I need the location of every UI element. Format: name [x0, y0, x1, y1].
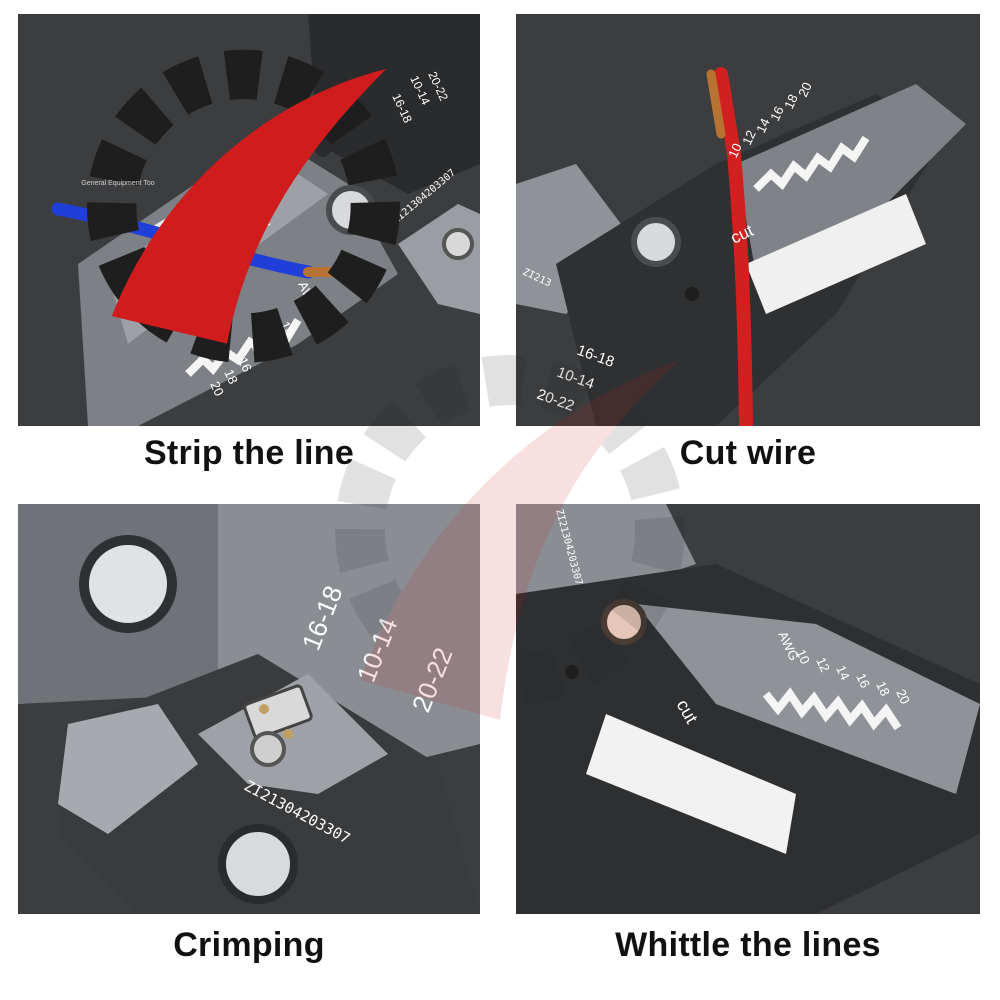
pivot-bolt: [79, 535, 177, 633]
terminal-pin: [283, 729, 293, 739]
plier-cut-illustration: cut 10 12 14 16 18 20 16-18 10-14 20-22 …: [516, 67, 966, 426]
gauge-label: 12: [813, 655, 833, 674]
gauge-label: 14: [833, 663, 853, 682]
brand-logo: [86, 49, 401, 363]
red-wire: [714, 67, 753, 426]
gauge-label: 18: [781, 92, 801, 111]
stripping-teeth: [753, 135, 870, 192]
panel-whittle-the-lines: cut AWG 10 12 14 16 18 20 ZI21304203307: [516, 504, 980, 914]
pivot-hole: [685, 287, 699, 301]
cutter-blade: [586, 714, 796, 854]
plier-whittle-illustration: cut AWG 10 12 14 16 18 20 ZI21304203307: [516, 504, 980, 914]
terminal-ring: [250, 731, 286, 767]
gauge-label: 20: [795, 80, 815, 99]
copper-core: [706, 69, 726, 139]
gauge-label: 10: [725, 141, 745, 160]
panel-cut-wire: cut 10 12 14 16 18 20 16-18 10-14 20-22 …: [516, 14, 980, 426]
terminal-connector: [243, 684, 313, 740]
gauge-label: 10: [793, 647, 813, 666]
gear-icon: [86, 49, 401, 363]
panel-strip-the-line: cut AWG 10 12 14 16 18 20 20-22 10-14 16…: [18, 14, 480, 426]
crimp-wing: [58, 704, 198, 834]
flame-icon: [111, 68, 387, 344]
logo-text: General Equipment Too: [81, 180, 155, 187]
gauge-label: 12: [739, 128, 759, 147]
crimp-gauge-label: 20-22: [535, 386, 577, 415]
pivot-hole: [565, 665, 579, 679]
stripping-teeth: [762, 687, 902, 731]
pivot-hole: [315, 141, 331, 157]
gauge-label: 20: [207, 379, 227, 398]
gauge-label: 18: [873, 679, 893, 698]
cutter-blade: [746, 194, 926, 314]
gauge-label: 14: [753, 116, 773, 135]
plier-handle: [516, 164, 636, 314]
gauge-label: 20: [893, 687, 913, 706]
gauge-label: 18: [221, 367, 241, 386]
crimp-hole: [442, 228, 474, 260]
gauge-label: 16: [853, 671, 873, 690]
caption-crimping: Crimping: [173, 926, 325, 964]
plier-crimp-illustration: 16-18 10-14 20-22 ZI21304203307: [18, 504, 480, 914]
terminal-pin: [259, 704, 269, 714]
plier-upper-jaw: [308, 14, 480, 194]
caption-whittle-the-lines: Whittle the lines: [615, 926, 881, 964]
plier-jaw: [736, 84, 966, 274]
lower-bolt: [218, 824, 298, 904]
gauge-label: 16: [235, 355, 255, 374]
caption-strip-the-line: Strip the line: [143, 434, 355, 472]
caption-cut-wire: Cut wire: [679, 434, 817, 472]
gauge-label: 16: [767, 104, 787, 123]
pivot-bolt: [601, 599, 647, 645]
panel-crimping: 16-18 10-14 20-22 ZI21304203307: [18, 504, 480, 914]
pivot-bolt: [631, 217, 681, 267]
